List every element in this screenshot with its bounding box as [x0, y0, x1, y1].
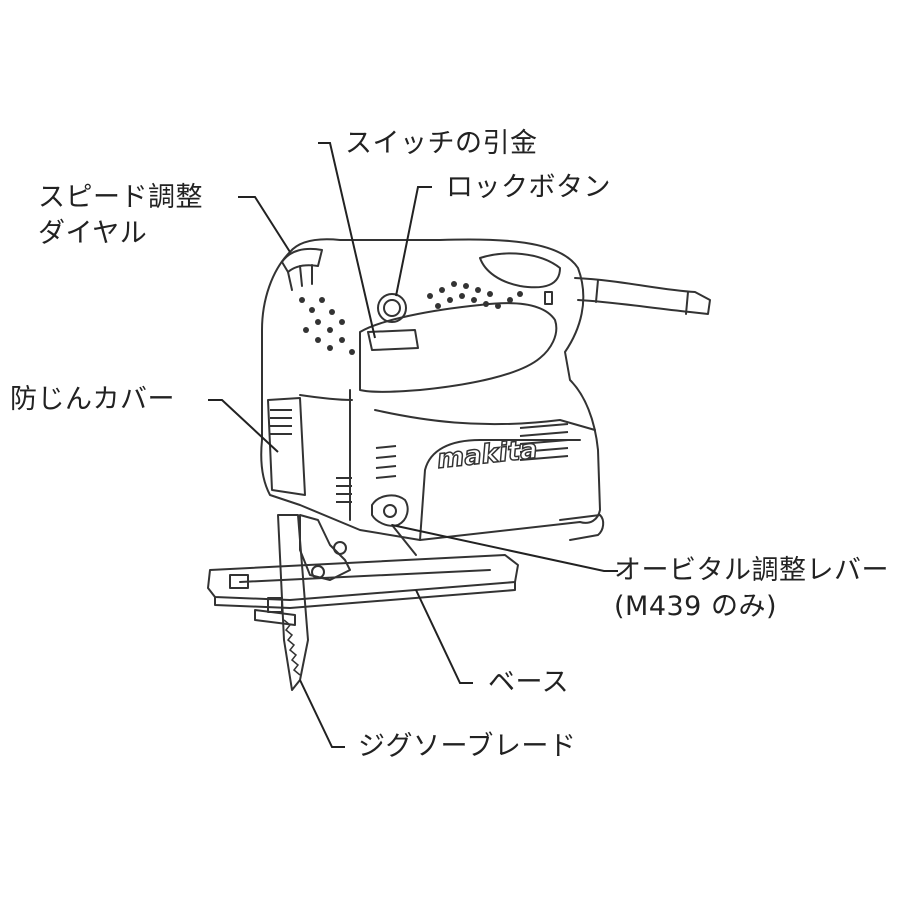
orbital-lever-label: オービタル調整レバー	[614, 555, 889, 586]
handle-opening	[359, 302, 558, 393]
blade-label: ジグソーブレード	[358, 731, 577, 762]
base-label: ベース	[488, 667, 570, 698]
speed-dial-label: スピード調整	[38, 182, 203, 213]
brand-logo: makita	[436, 435, 539, 475]
trigger-label: スイッチの引金	[345, 128, 538, 159]
power-cord	[574, 277, 711, 315]
speed-dial	[281, 247, 323, 273]
leader-lock-button	[395, 186, 432, 297]
trigger-shape	[367, 329, 419, 351]
base-plate	[207, 554, 519, 601]
leader-lines	[208, 142, 618, 748]
lock-button-label: ロックボタン	[446, 172, 611, 203]
jigsaw-blade-shape	[277, 514, 309, 691]
housing-outline	[260, 238, 601, 541]
leader-blade	[299, 679, 345, 748]
dust-cover-shape	[267, 397, 306, 496]
lock-button-shape	[377, 293, 407, 323]
orbital-lever-note: (M439 のみ)	[614, 591, 777, 622]
leader-trigger	[318, 142, 376, 339]
dust-cover-label: 防じんカバー	[10, 384, 175, 415]
orbital-lever-shape	[371, 494, 409, 527]
leader-speed-dial	[238, 196, 291, 253]
leader-orbital-lever	[391, 524, 618, 572]
leader-base	[415, 589, 473, 684]
speed-dial-label-2: ダイヤル	[38, 218, 148, 249]
leader-dust-cover	[208, 399, 279, 453]
